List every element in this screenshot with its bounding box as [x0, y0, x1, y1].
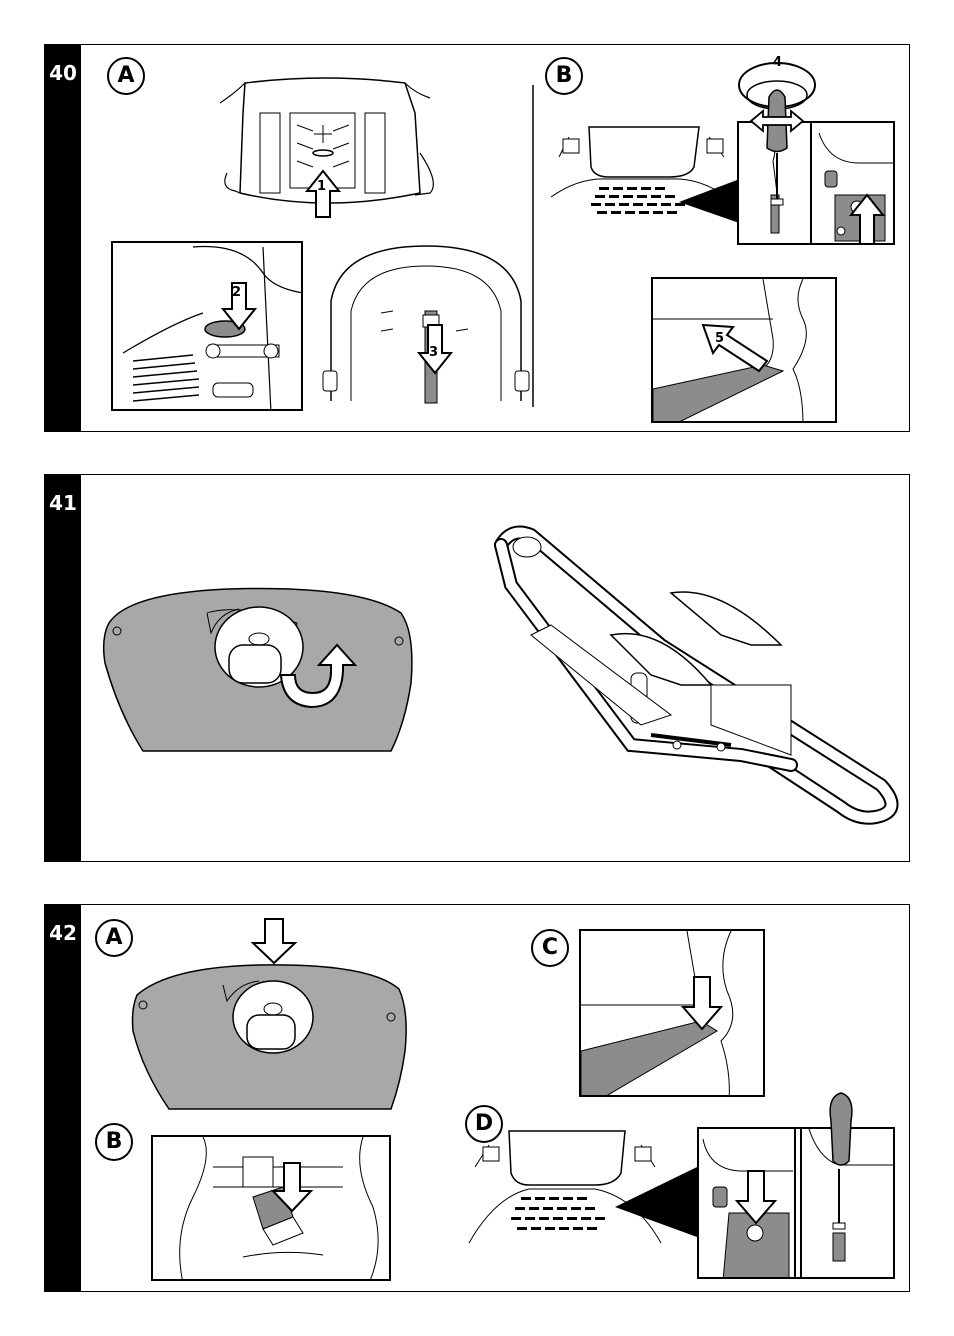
divider [531, 85, 535, 409]
step-number: 40 [45, 45, 81, 431]
buckle-release-illustration [113, 243, 303, 411]
screw-insert-illustration [699, 1129, 895, 1279]
label-b: B [545, 57, 583, 95]
step-42-panel: 42 A B C D [44, 904, 910, 1292]
label-a: A [95, 919, 133, 957]
arrow-down-icon [681, 975, 723, 1031]
inset-strap-pull: 5 [651, 277, 837, 423]
canopy-fabric-illustration [129, 961, 409, 1111]
step-number: 41 [45, 475, 81, 861]
step-number: 42 [45, 905, 81, 1291]
label-b: B [95, 1123, 133, 1161]
seat-base-illustration [465, 1127, 705, 1251]
inset-screw-insert [697, 1127, 895, 1279]
inset-buckle-insert [151, 1135, 391, 1281]
seat-base-illustration [549, 117, 729, 227]
step-2-label: 2 [232, 285, 241, 300]
arrow-up-icon [303, 169, 343, 219]
screwdriver-icon [821, 1091, 861, 1181]
arrow-up-icon [849, 193, 885, 245]
step-4-label: 4 [773, 55, 782, 70]
arrow-diagonal-icon [699, 321, 771, 375]
label-a: A [107, 57, 145, 95]
screwdriver-rotate-icon [733, 53, 823, 223]
label-c: C [531, 929, 569, 967]
arrow-down-icon [251, 917, 297, 965]
seat-frame-illustration [491, 525, 903, 825]
step-41-panel: 41 [44, 474, 910, 862]
inset-buckle-release: 2 [111, 241, 303, 411]
arrow-curved-icon [277, 643, 369, 713]
step-3-label: 3 [429, 345, 438, 360]
step-1-label: 1 [317, 179, 326, 194]
arrow-down-icon [735, 1169, 777, 1225]
step-40-panel: 40 A B 1 [44, 44, 910, 432]
arrow-down-icon [271, 1161, 313, 1213]
strap-insert-illustration [581, 931, 765, 1097]
step-5-label: 5 [715, 331, 724, 346]
inset-strap-insert [579, 929, 765, 1097]
